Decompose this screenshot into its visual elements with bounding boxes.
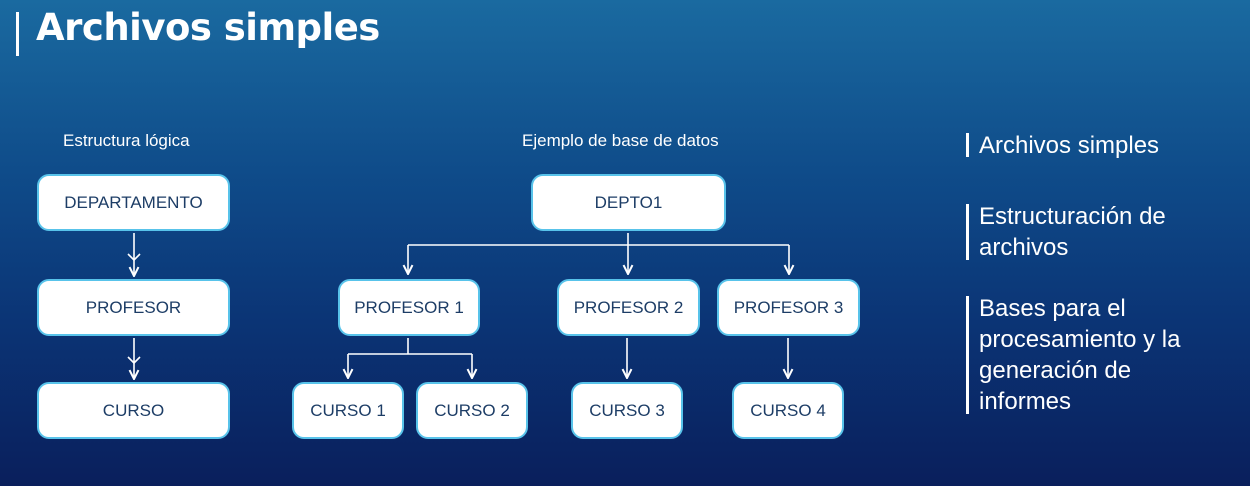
node-curso: CURSO — [37, 382, 230, 439]
node-depto1: DEPTO1 — [531, 174, 726, 231]
logical-structure-heading: Estructura lógica — [63, 131, 190, 150]
node-profesor-3: PROFESOR 3 — [717, 279, 860, 336]
sidebar-item-accent-bar — [966, 133, 969, 157]
example-database-heading: Ejemplo de base de datos — [522, 131, 719, 150]
sidebar-item-accent-bar — [966, 204, 969, 260]
node-profesor: PROFESOR — [37, 279, 230, 336]
sidebar-item-label: Estructuración de archivos — [979, 203, 1166, 261]
node-profesor-2: PROFESOR 2 — [557, 279, 700, 336]
node-curso-3: CURSO 3 — [571, 382, 683, 439]
arrow-departamento-profesor-mid — [127, 253, 135, 261]
node-curso-1: CURSO 1 — [292, 382, 404, 439]
title-accent-bar — [16, 12, 19, 56]
sidebar-item-label: Bases para el procesamiento y la generac… — [979, 295, 1181, 415]
node-curso-4: CURSO 4 — [732, 382, 844, 439]
node-profesor-1: PROFESOR 1 — [338, 279, 480, 336]
slide-title: Archivos simples — [36, 6, 380, 49]
node-curso-2: CURSO 2 — [416, 382, 528, 439]
sidebar-item-label: Archivos simples — [979, 132, 1160, 159]
node-departamento: DEPARTAMENTO — [37, 174, 230, 231]
sidebar-item-accent-bar — [966, 296, 969, 414]
